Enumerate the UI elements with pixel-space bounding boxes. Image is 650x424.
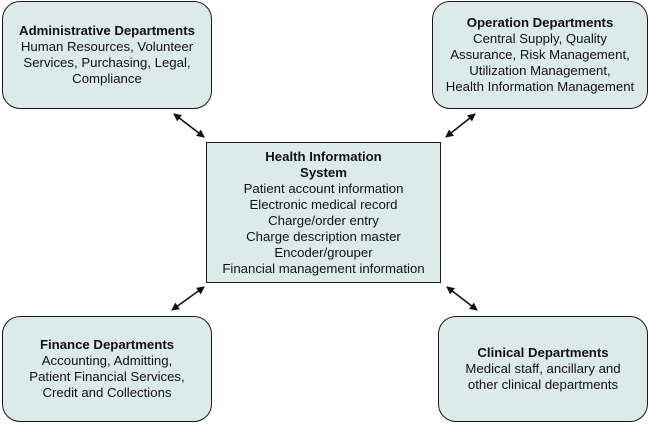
box-line: Accounting, Admitting, <box>41 353 173 368</box>
box-line: Charge description master <box>246 228 401 244</box>
box-line: other clinical departments <box>467 377 619 392</box>
arrow-finance-center <box>171 286 205 311</box>
box-line: Services, Purchasing, Legal, <box>23 55 191 70</box>
finance-departments-box: Finance Departments Accounting, Admittin… <box>2 316 212 422</box>
box-line: Encoder/grouper <box>274 244 373 260</box>
box-line: Patient Financial Services, <box>29 369 185 384</box>
box-title: Finance Departments <box>39 337 175 352</box>
box-line: Utilization Management, <box>469 63 611 78</box>
box-line: Credit and Collections <box>42 385 172 400</box>
box-line: Medical staff, ancillary and <box>465 361 621 376</box>
administrative-departments-box: Administrative Departments Human Resourc… <box>2 1 212 109</box>
box-line: Patient account information <box>243 180 404 196</box>
box-line: Charge/order entry <box>268 212 379 228</box>
box-line: Financial management information <box>222 260 425 276</box>
box-title: Administrative Departments <box>19 23 195 38</box>
operation-departments-box: Operation Departments Central Supply, Qu… <box>432 1 648 109</box>
box-line: Central Supply, Quality <box>473 31 607 46</box>
arrow-operation-center <box>445 113 476 138</box>
box-line: Assurance, Risk Management, <box>450 47 630 62</box>
box-line: Human Resources, Volunteer <box>20 39 194 54</box>
box-title: Health Information <box>265 148 382 164</box>
box-title: Clinical Departments <box>477 345 609 360</box>
box-title: System <box>300 164 347 180</box>
clinical-departments-box: Clinical Departments Medical staff, anci… <box>438 316 648 422</box>
box-line: Health Information Management <box>445 79 635 94</box>
box-line: Electronic medical record <box>249 196 398 212</box>
health-information-system-box: Health Information System Patient accoun… <box>206 142 441 283</box>
box-title: Operation Departments <box>466 15 614 30</box>
box-line: Compliance <box>72 71 142 86</box>
arrow-admin-center <box>173 113 205 138</box>
arrow-clinical-center <box>446 286 478 311</box>
